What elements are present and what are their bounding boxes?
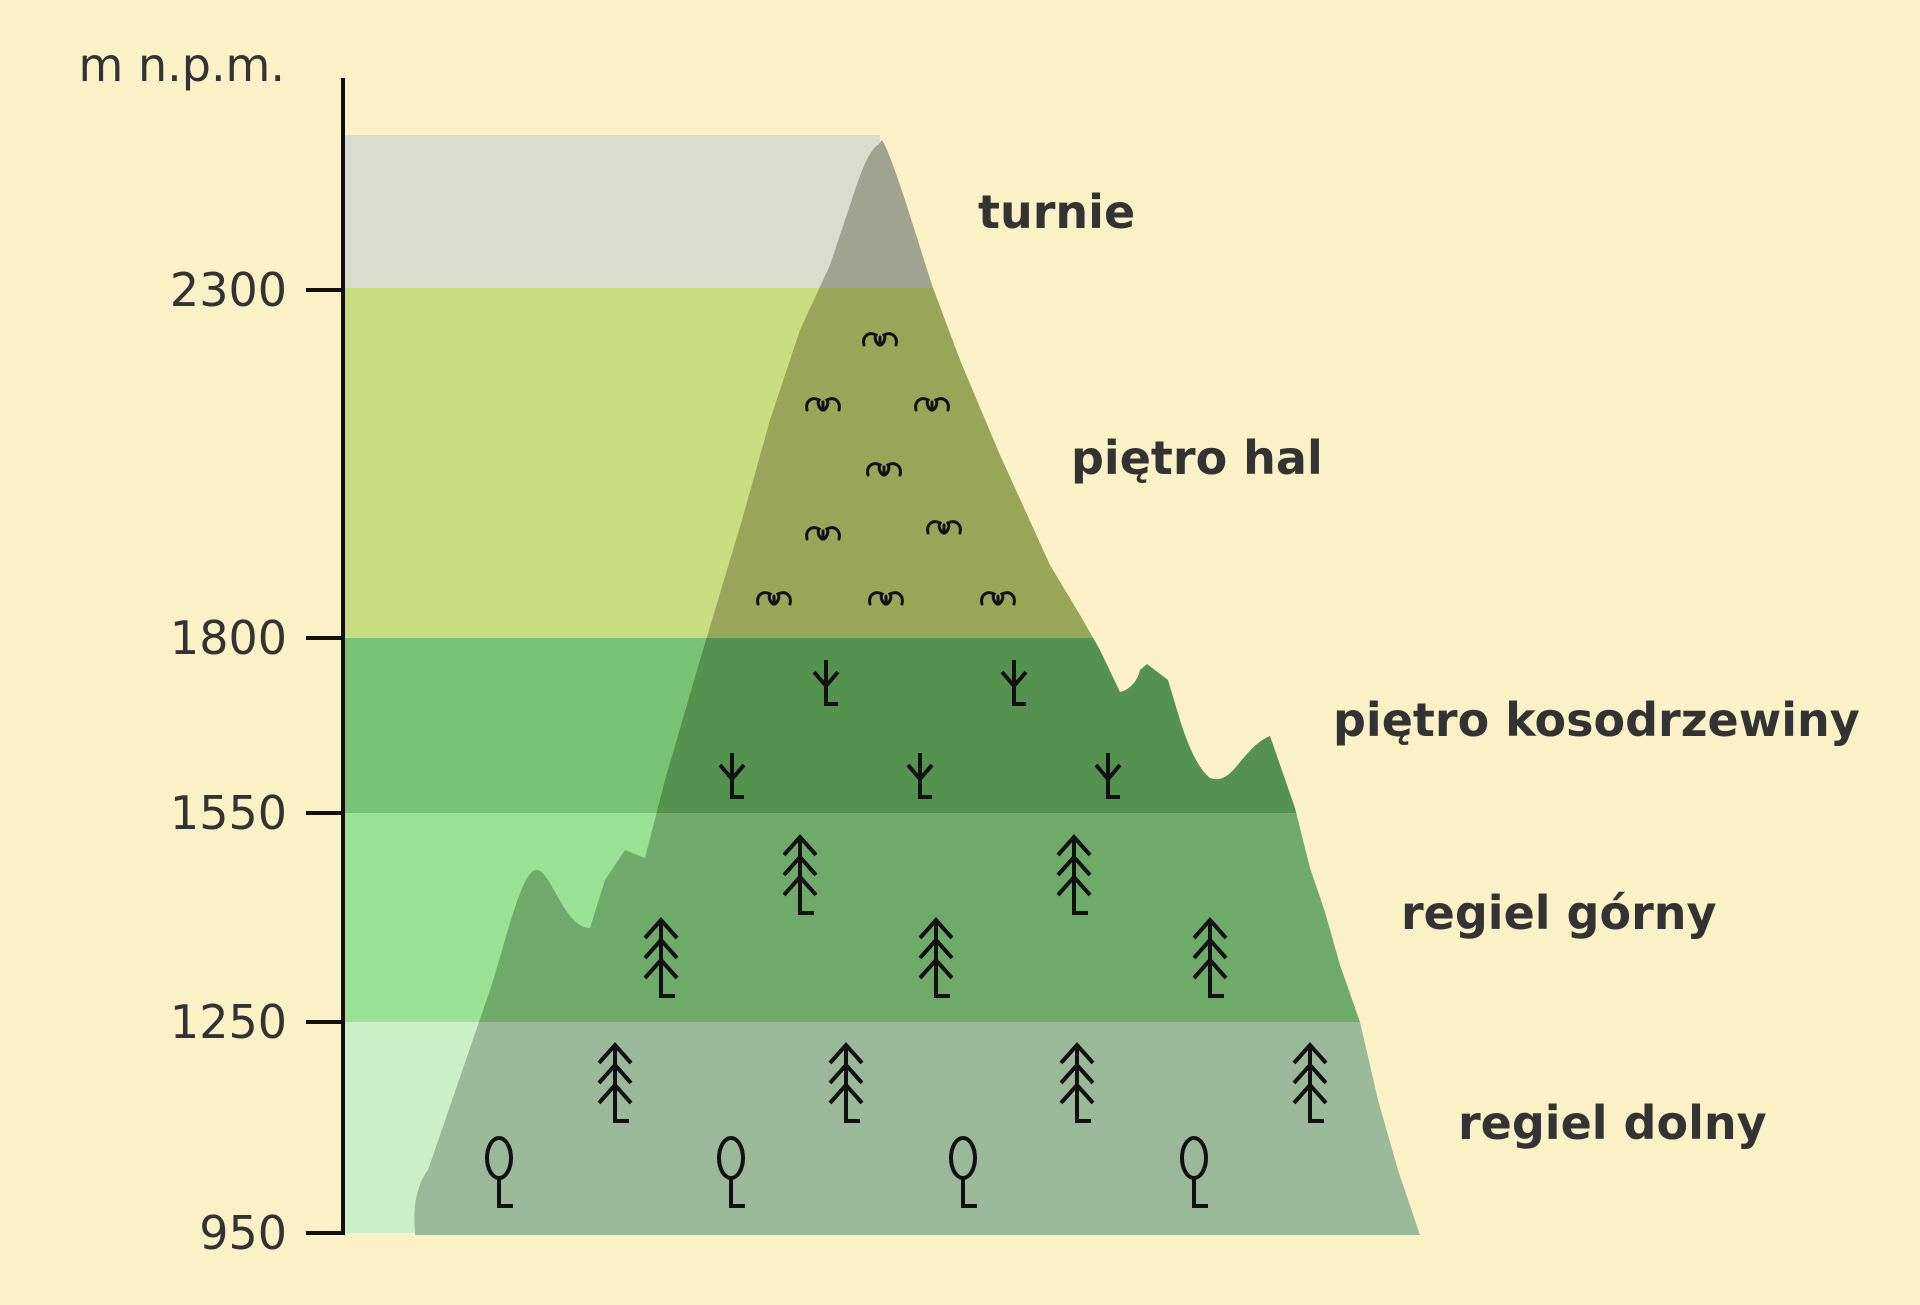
zone-label-regiel-dolny: regiel dolny (1458, 1096, 1767, 1150)
zone-label-hale: piętro hal (1071, 431, 1323, 485)
zone-label-regiel-gorny: regiel górny (1401, 886, 1717, 940)
axis-tick-label: 950 (199, 1206, 287, 1260)
background-bottom (345, 1235, 1445, 1295)
zone-label-turnie: turnie (978, 185, 1135, 239)
mountain-regiel-dolny (414, 1022, 1420, 1235)
axis-tick-label: 2300 (170, 263, 287, 317)
altitude-axis: m n.p.m. 2300 1800 1550 1250 950 (79, 38, 345, 1260)
zone-label-kosodrzewina: piętro kosodrzewiny (1333, 693, 1860, 747)
axis-unit-label: m n.p.m. (79, 38, 285, 92)
axis-tick-label: 1800 (170, 611, 287, 665)
axis-tick-label: 1550 (170, 786, 287, 840)
axis-tick-label: 1250 (170, 995, 287, 1049)
zone-labels: turnie piętro hal piętro kosodrzewiny re… (978, 185, 1860, 1150)
